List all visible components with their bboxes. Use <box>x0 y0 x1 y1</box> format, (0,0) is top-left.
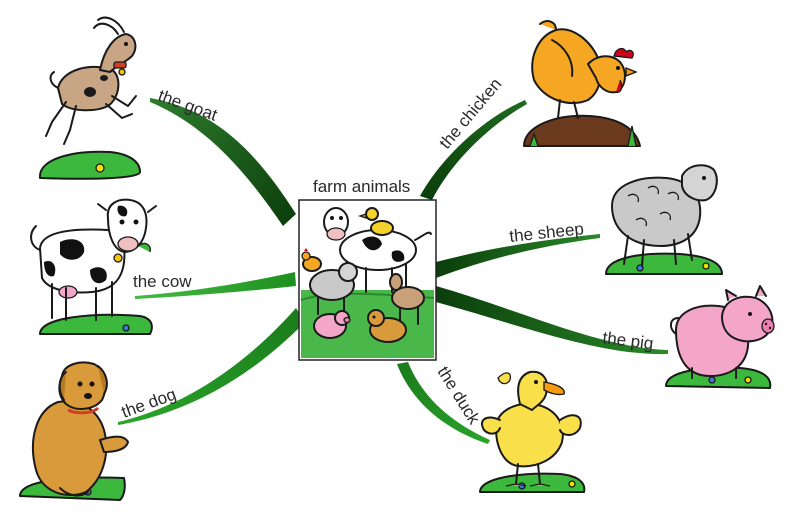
branch-sheep <box>436 234 600 278</box>
pig-icon <box>665 285 775 389</box>
label-pig: the pig <box>602 328 655 353</box>
branch-cow <box>135 272 296 299</box>
center-node: farm animals <box>298 177 437 361</box>
goat-icon <box>39 16 141 180</box>
sheep-icon <box>605 164 723 275</box>
label-cow: the cow <box>133 272 192 291</box>
duck-icon <box>479 370 586 493</box>
cow-icon <box>30 198 157 335</box>
branches <box>118 98 668 444</box>
center-title: farm animals <box>313 177 410 196</box>
label-sheep: the sheep <box>508 219 584 246</box>
branch-duck <box>397 362 490 444</box>
farm-animals-group-image <box>300 207 435 358</box>
branch-chicken <box>420 100 527 200</box>
dog-icon <box>19 361 129 501</box>
branch-dog <box>118 308 305 425</box>
chicken-icon <box>523 20 641 147</box>
branch-goat <box>150 98 296 226</box>
